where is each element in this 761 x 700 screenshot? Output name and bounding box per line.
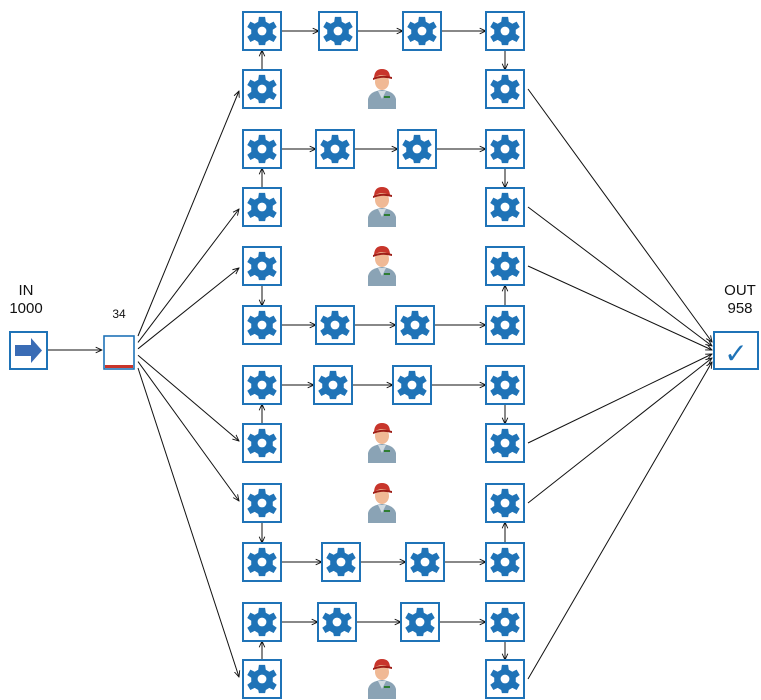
worker-icon xyxy=(368,423,396,463)
output-node: ✓ xyxy=(713,331,759,370)
buffer-node xyxy=(103,335,135,370)
machine-cell-6-right-bottom xyxy=(485,659,525,699)
check-icon: ✓ xyxy=(724,337,747,370)
buffer-to-cell-arrow xyxy=(137,354,239,441)
machine-cell-5-mid-1 xyxy=(321,542,361,582)
machine-cell-2-mid-2 xyxy=(397,129,437,169)
operators-layer xyxy=(368,69,396,699)
machine-cell-5-mid-2 xyxy=(405,542,445,582)
cell-to-output-arrow xyxy=(527,354,712,444)
machine-cell-3-right-top xyxy=(485,246,525,286)
machine-cell-5-right-top xyxy=(485,483,525,523)
cell-to-output-arrow xyxy=(527,362,712,680)
machine-cell-2-right-top xyxy=(485,129,525,169)
machine-cell-6-right-top xyxy=(485,602,525,642)
worker-icon xyxy=(368,187,396,227)
cell-to-output-arrow xyxy=(527,88,712,342)
machine-cell-4-right-top xyxy=(485,365,525,405)
arrow-right-icon xyxy=(15,338,42,363)
buffer-count: 34 xyxy=(112,307,126,321)
machine-cell-5-left-top xyxy=(242,483,282,523)
worker-icon xyxy=(368,659,396,699)
buffer-icon xyxy=(105,365,133,368)
buffer-to-cell-arrow xyxy=(137,367,239,677)
machine-cell-1-right-bottom xyxy=(485,69,525,109)
machine-cell-5-left-bottom xyxy=(242,542,282,582)
machine-cell-4-right-bottom xyxy=(485,423,525,463)
output-label: OUT 958 xyxy=(719,282,761,318)
machine-cell-4-left-bottom xyxy=(242,423,282,463)
output-count: 958 xyxy=(727,300,753,317)
machine-cell-2-mid-1 xyxy=(315,129,355,169)
machine-cell-3-right-bottom xyxy=(485,305,525,345)
machine-cell-1-left-bottom xyxy=(242,69,282,109)
machine-cell-4-mid-1 xyxy=(313,365,353,405)
cell-to-output-arrow xyxy=(527,265,712,350)
buffer-to-cell-arrow xyxy=(137,268,239,350)
machine-cell-3-left-bottom xyxy=(242,305,282,345)
machine-cell-1-right-top xyxy=(485,11,525,51)
machine-cell-2-left-bottom xyxy=(242,187,282,227)
machine-cell-6-left-bottom xyxy=(242,659,282,699)
input-label: IN 1000 xyxy=(4,282,48,318)
machine-cell-5-right-bottom xyxy=(485,542,525,582)
machine-cell-2-right-bottom xyxy=(485,187,525,227)
cell-to-output-arrow xyxy=(527,358,712,504)
connectors xyxy=(47,31,712,680)
machine-cell-4-left-top xyxy=(242,365,282,405)
machine-cell-4-mid-2 xyxy=(392,365,432,405)
machine-cell-1-mid-1 xyxy=(318,11,358,51)
buffer-to-cell-arrow xyxy=(137,91,239,337)
machine-cell-3-left-top xyxy=(242,246,282,286)
buffer-to-cell-arrow xyxy=(137,361,239,501)
worker-icon xyxy=(368,69,396,109)
machine-cell-2-left-top xyxy=(242,129,282,169)
machine-cell-6-mid-1 xyxy=(317,602,357,642)
machines-layer xyxy=(242,11,525,699)
worker-icon xyxy=(368,483,396,523)
input-node xyxy=(9,331,48,370)
machine-cell-3-mid-1 xyxy=(315,305,355,345)
machine-cell-3-mid-2 xyxy=(395,305,435,345)
output-title: OUT xyxy=(724,282,756,299)
machine-cell-1-left-top xyxy=(242,11,282,51)
worker-icon xyxy=(368,246,396,286)
machine-cell-1-mid-2 xyxy=(402,11,442,51)
machine-cell-6-mid-2 xyxy=(400,602,440,642)
cell-to-output-arrow xyxy=(527,206,712,346)
buffer-to-cell-arrow xyxy=(137,209,239,343)
input-count: 1000 xyxy=(9,300,43,317)
input-title: IN xyxy=(18,282,34,299)
machine-cell-6-left-top xyxy=(242,602,282,642)
